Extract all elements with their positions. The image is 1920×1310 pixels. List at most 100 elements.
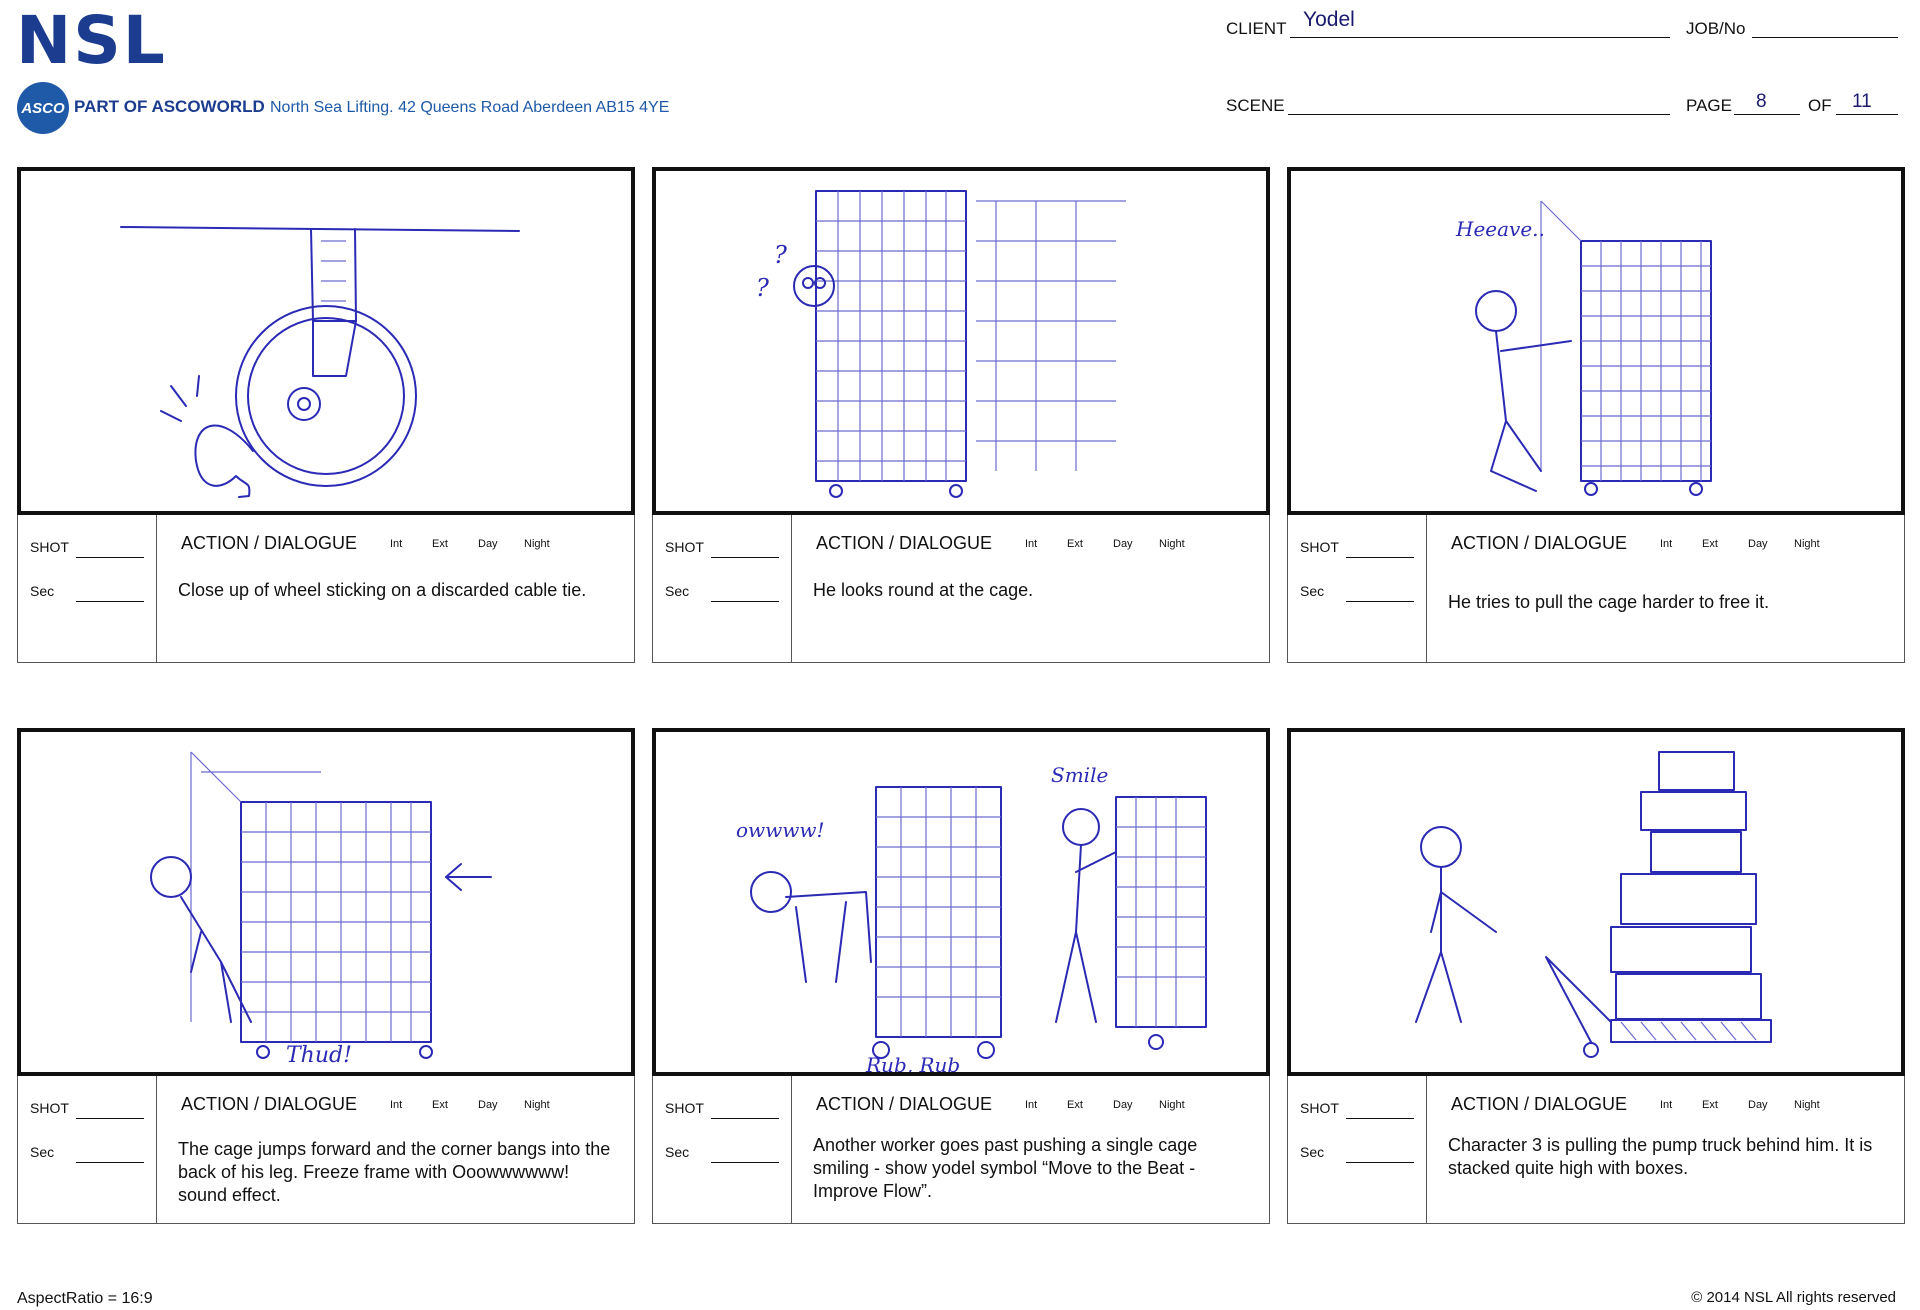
shot-field[interactable]: [711, 1118, 779, 1119]
wheel-sketch: [120, 226, 520, 498]
storyboard-frame-2[interactable]: ? ?: [652, 167, 1270, 515]
info-box-1: SHOT Sec ACTION / DIALOGUE Int Ext Day N…: [17, 515, 635, 663]
sec-field[interactable]: [76, 1162, 144, 1163]
thud-text: Thud!: [286, 1043, 352, 1068]
shot-field[interactable]: [76, 557, 144, 558]
int-label[interactable]: Int: [1025, 1099, 1038, 1111]
owww-text: owwww!: [736, 818, 825, 842]
panel-description: Close up of wheel sticking on a discarde…: [178, 580, 587, 600]
shot-label: SHOT: [1300, 1100, 1339, 1116]
scene-field-line[interactable]: [1288, 114, 1670, 115]
info-box-2: SHOT Sec ACTION / DIALOGUE Int Ext Day N…: [652, 515, 1270, 663]
cage-peek-sketch: ? ?: [756, 190, 1126, 498]
panel-description: The cage jumps forward and the corner ba…: [178, 1139, 611, 1205]
of-label: OF: [1808, 96, 1832, 115]
ext-label[interactable]: Ext: [1702, 538, 1718, 550]
info-box-4: SHOT Sec ACTION / DIALOGUE Int Ext Day N…: [17, 1076, 635, 1224]
page-field-line[interactable]: [1734, 114, 1800, 115]
ext-label[interactable]: Ext: [1067, 538, 1083, 550]
rub-text: Rub, Rub: [865, 1053, 960, 1072]
int-label[interactable]: Int: [390, 538, 403, 550]
action-dialogue-label: ACTION / DIALOGUE: [816, 533, 993, 553]
company-address: North Sea Lifting. 42 Queens Road Aberde…: [270, 99, 670, 116]
int-label[interactable]: Int: [1660, 1099, 1673, 1111]
day-label[interactable]: Day: [1748, 1099, 1768, 1111]
sec-label: Sec: [665, 1144, 690, 1160]
question-mark-1: ?: [774, 241, 787, 269]
question-mark-2: ?: [756, 274, 769, 302]
panel-description: Character 3 is pulling the pump truck be…: [1448, 1135, 1873, 1178]
sec-label: Sec: [1300, 583, 1325, 599]
asco-logo-badge: ASCO: [17, 82, 69, 134]
job-field-line[interactable]: [1752, 37, 1898, 38]
aspect-ratio-note: AspectRatio = 16:9: [17, 1290, 153, 1307]
job-label: JOB/No: [1686, 19, 1746, 38]
info-box-6: SHOT Sec ACTION / DIALOGUE Int Ext Day N…: [1287, 1076, 1905, 1224]
action-dialogue-label: ACTION / DIALOGUE: [181, 1094, 358, 1114]
sec-label: Sec: [665, 583, 690, 599]
storyboard-frame-6[interactable]: [1287, 728, 1905, 1076]
ext-label[interactable]: Ext: [432, 538, 448, 550]
night-label[interactable]: Night: [1794, 538, 1820, 550]
thud-sketch: Thud!: [150, 751, 492, 1068]
day-label[interactable]: Day: [478, 1099, 498, 1111]
client-field-line[interactable]: [1290, 37, 1670, 38]
day-label[interactable]: Day: [478, 538, 498, 550]
of-field-line[interactable]: [1836, 114, 1898, 115]
storyboard-frame-5[interactable]: owwww! Smile Rub, Rub: [652, 728, 1270, 1076]
action-dialogue-label: ACTION / DIALOGUE: [816, 1094, 993, 1114]
sec-field[interactable]: [1346, 601, 1414, 602]
shot-field[interactable]: [76, 1118, 144, 1119]
sec-label: Sec: [1300, 1144, 1325, 1160]
nsl-logo: NSL: [16, 2, 167, 79]
pull-cage-sketch: Heeave..: [1455, 200, 1712, 496]
shot-field[interactable]: [1346, 557, 1414, 558]
int-label[interactable]: Int: [1660, 538, 1673, 550]
sec-label: Sec: [30, 583, 55, 599]
night-label[interactable]: Night: [524, 538, 550, 550]
night-label[interactable]: Night: [524, 1099, 550, 1111]
pump-truck-sketch: [1415, 751, 1772, 1058]
heave-text: Heeave..: [1455, 217, 1545, 241]
shot-field[interactable]: [711, 557, 779, 558]
page-label: PAGE: [1686, 96, 1732, 115]
sec-field[interactable]: [76, 601, 144, 602]
night-label[interactable]: Night: [1159, 1099, 1185, 1111]
info-box-3: SHOT Sec ACTION / DIALOGUE Int Ext Day N…: [1287, 515, 1905, 663]
shot-label: SHOT: [665, 1100, 704, 1116]
night-label[interactable]: Night: [1794, 1099, 1820, 1111]
storyboard-frame-4[interactable]: Thud!: [17, 728, 635, 1076]
day-label[interactable]: Day: [1748, 538, 1768, 550]
day-label[interactable]: Day: [1113, 1099, 1133, 1111]
sec-field[interactable]: [711, 601, 779, 602]
smile-sketch: owwww! Smile Rub, Rub: [736, 763, 1207, 1072]
shot-label: SHOT: [1300, 539, 1339, 555]
panel-description: He looks round at the cage.: [813, 580, 1034, 600]
action-dialogue-label: ACTION / DIALOGUE: [181, 533, 358, 553]
of-value[interactable]: 11: [1852, 91, 1872, 112]
panel-description: He tries to pull the cage harder to free…: [1448, 592, 1770, 612]
asco-tagline: PART OF ASCOWORLD: [74, 97, 265, 116]
ext-label[interactable]: Ext: [432, 1099, 448, 1111]
client-label: CLIENT: [1226, 19, 1287, 38]
info-box-5: SHOT Sec ACTION / DIALOGUE Int Ext Day N…: [652, 1076, 1270, 1224]
copyright: © 2014 NSL All rights reserved: [1691, 1289, 1896, 1306]
int-label[interactable]: Int: [1025, 538, 1038, 550]
shot-field[interactable]: [1346, 1118, 1414, 1119]
sec-field[interactable]: [1346, 1162, 1414, 1163]
scene-label: SCENE: [1226, 96, 1285, 115]
storyboard-frame-1[interactable]: [17, 167, 635, 515]
day-label[interactable]: Day: [1113, 538, 1133, 550]
client-value[interactable]: Yodel: [1303, 8, 1355, 31]
sec-label: Sec: [30, 1144, 55, 1160]
action-dialogue-label: ACTION / DIALOGUE: [1451, 1094, 1628, 1114]
panel-description: Another worker goes past pushing a singl…: [813, 1135, 1198, 1201]
action-dialogue-label: ACTION / DIALOGUE: [1451, 533, 1628, 553]
sec-field[interactable]: [711, 1162, 779, 1163]
storyboard-frame-3[interactable]: Heeave..: [1287, 167, 1905, 515]
ext-label[interactable]: Ext: [1702, 1099, 1718, 1111]
page-value[interactable]: 8: [1756, 91, 1767, 112]
int-label[interactable]: Int: [390, 1099, 403, 1111]
night-label[interactable]: Night: [1159, 538, 1185, 550]
ext-label[interactable]: Ext: [1067, 1099, 1083, 1111]
